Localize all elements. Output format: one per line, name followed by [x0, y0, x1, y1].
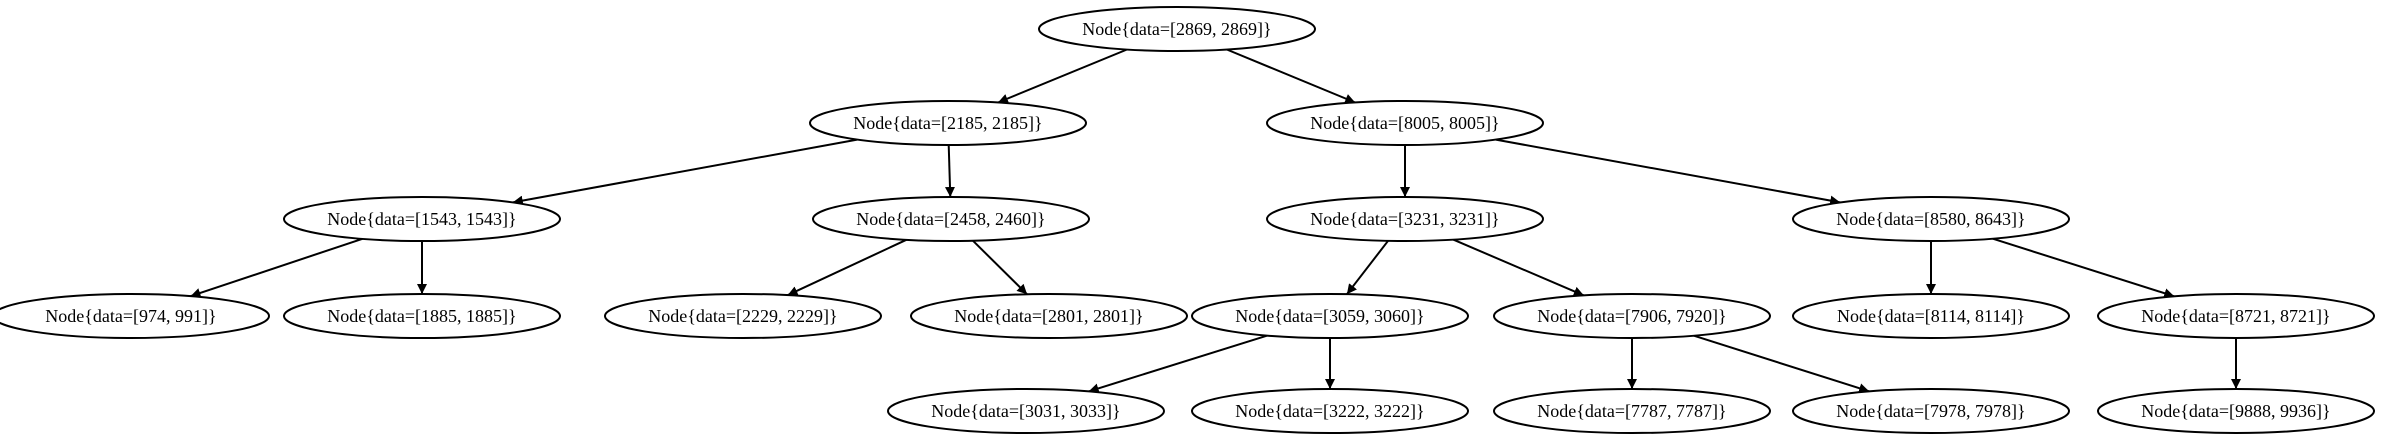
node-label: Node{data=[8580, 8643]} [1836, 209, 2025, 229]
node-label: Node{data=[7787, 7787]} [1537, 401, 1726, 421]
node-ellipse [1266, 196, 1544, 242]
node-ellipse [283, 293, 561, 339]
tree-node-n3059: Node{data=[3059, 3060]} [1191, 293, 1469, 339]
node-ellipse [2097, 388, 2375, 434]
node-label: Node{data=[9888, 9936]} [2141, 401, 2330, 421]
node-ellipse [1038, 6, 1316, 52]
edge-n3231-n3059 [1346, 240, 1389, 295]
edge-n8005-n8580 [1495, 138, 1841, 206]
node-ellipse [2097, 293, 2375, 339]
node-label: Node{data=[3222, 3222]} [1235, 401, 1424, 421]
tree-node-n1543: Node{data=[1543, 1543]} [283, 196, 561, 242]
node-ellipse [887, 388, 1165, 434]
edge-n3231-n7906 [1452, 238, 1585, 297]
tree-node-n7906: Node{data=[7906, 7920]} [1493, 293, 1771, 339]
edge-n2185-n2458 [944, 144, 955, 198]
node-ellipse [1792, 388, 2070, 434]
node-ellipse [809, 100, 1087, 146]
edge-n2185-n1543 [512, 138, 858, 206]
node-ellipse [1191, 388, 1469, 434]
node-ellipse [910, 293, 1188, 339]
node-label: Node{data=[2229, 2229]} [648, 306, 837, 326]
tree-node-n3031: Node{data=[3031, 3033]} [887, 388, 1165, 434]
tree-node-n7787: Node{data=[7787, 7787]} [1493, 388, 1771, 434]
tree-node-n1885: Node{data=[1885, 1885]} [283, 293, 561, 339]
edge-n2869-n2185 [997, 48, 1128, 104]
node-label: Node{data=[3059, 3060]} [1235, 306, 1424, 326]
tree-node-n8721: Node{data=[8721, 8721]} [2097, 293, 2375, 339]
node-label: Node{data=[7978, 7978]} [1836, 401, 2025, 421]
edges-layer [190, 48, 2241, 394]
edge-n2458-n2229 [787, 238, 907, 297]
node-label: Node{data=[8114, 8114]} [1837, 306, 2025, 326]
tree-node-n8114: Node{data=[8114, 8114]} [1792, 293, 2070, 339]
node-ellipse [283, 196, 561, 242]
node-ellipse [1493, 388, 1771, 434]
node-label: Node{data=[1885, 1885]} [327, 306, 516, 326]
node-label: Node{data=[974, 991]} [45, 306, 216, 326]
tree-node-n8005: Node{data=[8005, 8005]} [1266, 100, 1544, 146]
node-ellipse [1266, 100, 1544, 146]
node-label: Node{data=[8005, 8005]} [1310, 113, 1499, 133]
node-ellipse [1792, 196, 2070, 242]
node-label: Node{data=[3231, 3231]} [1310, 209, 1499, 229]
edge-n2869-n8005 [1226, 48, 1356, 104]
node-label: Node{data=[8721, 8721]} [2141, 306, 2330, 326]
edge-n3059-n3031 [1088, 334, 1268, 394]
tree-node-n9888: Node{data=[9888, 9936]} [2097, 388, 2375, 434]
tree-node-n2185: Node{data=[2185, 2185]} [809, 100, 1087, 146]
node-ellipse [1493, 293, 1771, 339]
node-label: Node{data=[2185, 2185]} [853, 113, 1042, 133]
node-label: Node{data=[7906, 7920]} [1537, 306, 1726, 326]
edge-n2458-n2801 [972, 239, 1028, 296]
tree-node-n3231: Node{data=[3231, 3231]} [1266, 196, 1544, 242]
node-label: Node{data=[3031, 3033]} [931, 401, 1120, 421]
node-ellipse [1191, 293, 1469, 339]
tree-node-n2869: Node{data=[2869, 2869]} [1038, 6, 1316, 52]
edge-n7906-n7978 [1693, 334, 1870, 394]
tree-node-n8580: Node{data=[8580, 8643]} [1792, 196, 2070, 242]
node-ellipse [1792, 293, 2070, 339]
edge-n8580-n8721 [1992, 237, 2175, 299]
edge-n1543-n974 [190, 237, 363, 298]
tree-node-n2801: Node{data=[2801, 2801]} [910, 293, 1188, 339]
tree-node-n3222: Node{data=[3222, 3222]} [1191, 388, 1469, 434]
node-ellipse [812, 196, 1090, 242]
tree-node-n2458: Node{data=[2458, 2460]} [812, 196, 1090, 242]
node-label: Node{data=[2458, 2460]} [856, 209, 1045, 229]
tree-node-n974: Node{data=[974, 991]} [0, 293, 270, 339]
tree-node-n7978: Node{data=[7978, 7978]} [1792, 388, 2070, 434]
node-ellipse [604, 293, 882, 339]
nodes-layer: Node{data=[2869, 2869]} Node{data=[2185, … [0, 6, 2375, 434]
node-label: Node{data=[1543, 1543]} [327, 209, 516, 229]
node-ellipse [0, 293, 270, 339]
node-label: Node{data=[2801, 2801]} [954, 306, 1143, 326]
node-label: Node{data=[2869, 2869]} [1082, 19, 1271, 39]
tree-node-n2229: Node{data=[2229, 2229]} [604, 293, 882, 339]
